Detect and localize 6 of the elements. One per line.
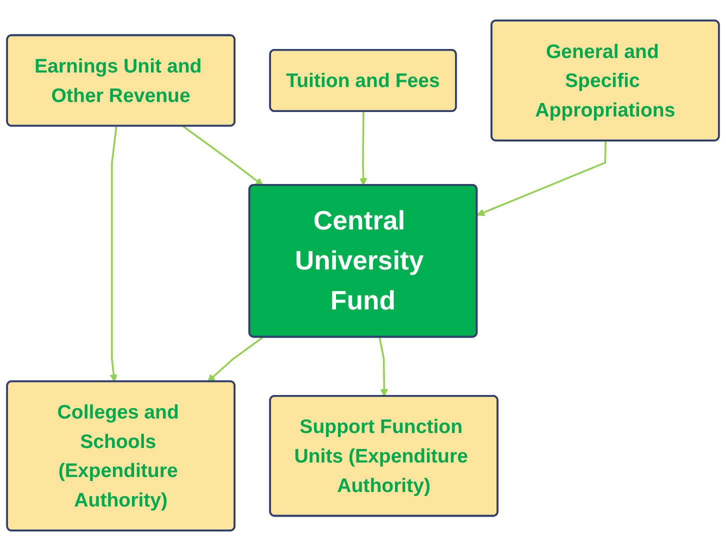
arrow xyxy=(110,126,118,382)
arrow xyxy=(182,126,264,186)
arrow xyxy=(378,337,388,397)
arrow xyxy=(207,336,264,382)
arrow xyxy=(359,112,368,186)
arrow xyxy=(476,140,606,216)
